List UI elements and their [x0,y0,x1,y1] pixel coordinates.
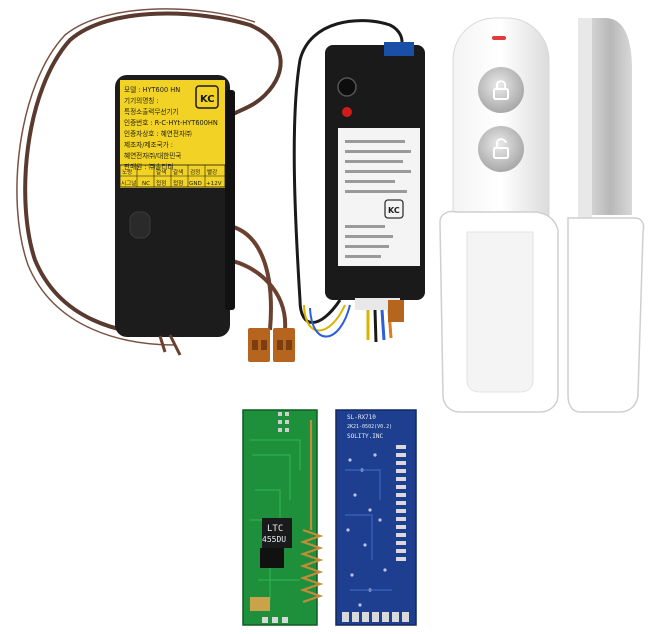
svg-text:455DU: 455DU [262,535,286,544]
svg-text:SL-RX710: SL-RX710 [347,414,376,421]
svg-text:판매원 : ㈜솔리티: 판매원 : ㈜솔리티 [124,162,173,171]
svg-text:혜연전자㈜/대한민국: 혜연전자㈜/대한민국 [124,151,181,160]
svg-text:SOLITY.INC: SOLITY.INC [347,433,384,440]
receiver-connector-left [248,328,270,362]
remote-control-side [578,18,632,218]
pcb-crystal [250,597,270,611]
transmitter-led-black [337,77,357,97]
svg-text:검정: 검정 [190,169,200,176]
transmitter-kc-mark: KC [384,199,404,219]
svg-text:2K21-0502(V0.2): 2K21-0502(V0.2) [347,424,392,430]
svg-text:인증번호 : R-C-HYt-HYT600HN: 인증번호 : R-C-HYt-HYT600HN [124,118,218,127]
transmitter-led-red [342,107,352,117]
transmitter-top-connector [384,42,414,56]
receiver-pair-button [129,211,151,239]
svg-text:인증자상호 : 혜연전자㈜: 인증자상호 : 혜연전자㈜ [124,129,192,138]
remote-indicator-led [492,36,506,40]
receiver-label [120,80,225,188]
receiver-connector-right [273,328,295,362]
svg-text:접점: 접점 [156,179,166,187]
remote-control-front [452,17,550,255]
receiver-cable-right [224,223,273,331]
remote-holder-side [567,217,645,413]
svg-text:특정소출력무선기기: 특정소출력무선기기 [124,107,179,116]
svg-text:빨강: 빨강 [207,168,217,176]
pcb-blue-board: SL-RX710 2K21-0502(V0.2) SOLITY.INC [335,409,417,626]
pcb-coil-antenna [299,420,324,604]
transmitter-label-lines [345,140,411,258]
svg-text:모델 : HYT600 HN: 모델 : HYT600 HN [124,86,180,94]
svg-text:시그널: 시그널 [121,179,136,187]
svg-text:접점: 접점 [173,179,183,187]
svg-text:갈색: 갈색 [173,168,183,176]
receiver-wire-table: 노랑 갈색 갈색 검정 빨강 시그널 NC 접점 접점 GND +12V [119,164,226,188]
pcb-blue-pads [396,445,406,561]
svg-text:제조자/제조국가 :: 제조자/제조국가 : [124,140,173,149]
transmitter-wire-loop [292,19,404,324]
pcb-green-board: LTC 455DU [242,409,324,626]
pcb-green-pins [278,412,289,432]
receiver-label-text: 모델 : HYT600 HN 기기의명칭 : 특정소출력무선기기 인증번호 : … [124,86,218,171]
transmitter-module: KC [292,19,425,343]
lock-icon [493,80,509,100]
svg-text:기기의명칭 :: 기기의명칭 : [124,96,159,105]
svg-text:NC: NC [142,181,150,187]
receiver-kc-mark: KC [195,85,219,109]
svg-text:+12V: +12V [206,181,222,187]
transmitter-orange-connector [388,300,404,322]
svg-text:KC: KC [200,94,215,105]
svg-text:LTC: LTC [267,524,283,534]
unlock-icon [493,138,509,159]
svg-text:GND: GND [189,181,202,187]
pcb-chip [262,518,292,548]
receiver-cable-loop [23,11,283,337]
receiver-module: 모델 : HYT600 HN 기기의명칭 : 특정소출력무선기기 인증번호 : … [16,8,295,362]
svg-text:KC: KC [388,206,400,215]
svg-text:갈색: 갈색 [156,168,166,176]
svg-text:노랑: 노랑 [122,169,132,176]
